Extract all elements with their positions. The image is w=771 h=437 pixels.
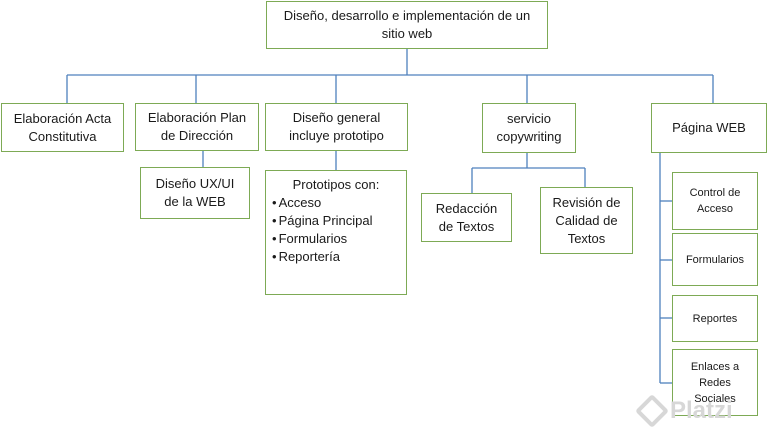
prototipos-title: Prototipos con: bbox=[292, 177, 380, 192]
node-pagina-web: Página WEB bbox=[651, 103, 767, 153]
node-reportes: Reportes bbox=[672, 295, 758, 342]
prototipos-item: Acceso bbox=[272, 194, 400, 212]
prototipos-item: Formularios bbox=[272, 230, 400, 248]
prototipos-item: Reportería bbox=[272, 248, 400, 266]
platzi-logo-icon bbox=[635, 394, 669, 428]
root-node: Diseño, desarrollo e implementación de u… bbox=[266, 1, 548, 49]
prototipos-item: Página Principal bbox=[272, 212, 400, 230]
prototipos-list: Acceso Página Principal Formularios Repo… bbox=[272, 194, 400, 266]
platzi-watermark: Platzi bbox=[635, 388, 770, 434]
watermark-text: Platzi bbox=[670, 397, 733, 424]
node-prototipos: Prototipos con: Acceso Página Principal … bbox=[265, 170, 407, 295]
node-formularios: Formularios bbox=[672, 233, 758, 286]
